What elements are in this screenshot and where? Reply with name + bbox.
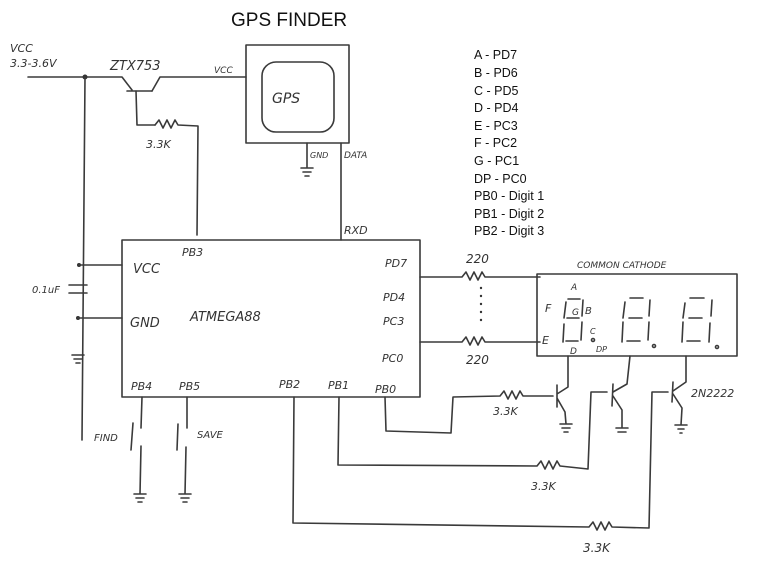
pin-legend: A - PD7 B - PD6 C - PD5 D - PD4 E - PC3 … bbox=[474, 48, 544, 238]
mcu-name: ATMEGA88 bbox=[189, 310, 261, 325]
pin-gnd: GND bbox=[130, 316, 160, 331]
pin-vcc: VCC bbox=[133, 262, 161, 277]
seven-segment-display bbox=[536, 273, 738, 357]
gps-module bbox=[245, 44, 350, 144]
pin-pb4: PB4 bbox=[131, 380, 152, 393]
seg-b: B bbox=[585, 306, 592, 317]
legend-item: PB2 - Digit 3 bbox=[474, 224, 544, 238]
gps-data-label: DATA bbox=[344, 151, 367, 161]
legend-item: F - PC2 bbox=[474, 136, 517, 150]
gps-gnd-label: GND bbox=[310, 151, 328, 160]
pin-pc3: PC3 bbox=[383, 315, 404, 328]
pin-pb5: PB5 bbox=[179, 380, 200, 393]
resistor-label-top: 220 bbox=[466, 252, 489, 266]
legend-item: E - PC3 bbox=[474, 119, 518, 133]
decoupling-capacitor bbox=[68, 263, 123, 364]
pin-pb2: PB2 bbox=[279, 378, 300, 391]
save-label: SAVE bbox=[197, 430, 224, 441]
legend-item: PB1 - Digit 2 bbox=[474, 207, 544, 221]
mcu-chip bbox=[121, 239, 421, 398]
driver-resistor-2-label: 3.3K bbox=[531, 480, 556, 493]
pin-pb1: PB1 bbox=[328, 379, 349, 392]
find-button bbox=[130, 396, 147, 503]
driver-part-label: 2N2222 bbox=[691, 387, 734, 400]
resistor-label-bottom: 220 bbox=[466, 353, 489, 367]
driver-resistor-1-label: 3.3K bbox=[493, 405, 518, 418]
page-title: GPS FINDER bbox=[231, 10, 347, 31]
supply-range: 3.3-3.6V bbox=[10, 57, 58, 70]
dp-dot bbox=[590, 337, 596, 343]
display-label: COMMON CATHODE bbox=[577, 261, 667, 271]
legend-item: B - PD6 bbox=[474, 66, 518, 80]
rxd-label: RXD bbox=[344, 224, 368, 237]
pin-pb0: PB0 bbox=[375, 383, 396, 396]
pin-pc0: PC0 bbox=[382, 352, 403, 365]
pnp-resistor-label: 3.3K bbox=[146, 138, 171, 151]
seg-g: G bbox=[572, 308, 579, 318]
seg-c: C bbox=[590, 327, 596, 336]
seg-e: E bbox=[542, 334, 549, 347]
digit-driver-1 bbox=[556, 355, 573, 433]
supply-label: VCC bbox=[10, 42, 33, 55]
legend-item: C - PD5 bbox=[474, 84, 519, 98]
digit-driver-2 bbox=[611, 355, 631, 433]
pin-pd7: PD7 bbox=[385, 257, 407, 270]
pnp-part-label: ZTX753 bbox=[109, 59, 161, 74]
seg-dp: DP bbox=[596, 345, 607, 354]
supply-rail bbox=[27, 74, 133, 441]
pnp-transistor bbox=[126, 76, 247, 236]
driver-resistor-3-label: 3.3K bbox=[583, 541, 611, 555]
legend-item: G - PC1 bbox=[474, 154, 519, 168]
find-label: FIND bbox=[94, 433, 118, 444]
gps-label: GPS bbox=[272, 91, 300, 107]
digit-1 bbox=[562, 298, 584, 343]
pin-pb3: PB3 bbox=[182, 246, 203, 259]
pin-pd4: PD4 bbox=[383, 291, 405, 304]
pb2-wire bbox=[292, 391, 669, 531]
legend-item: DP - PC0 bbox=[474, 172, 527, 186]
save-button bbox=[176, 396, 192, 503]
legend-item: PB0 - Digit 1 bbox=[474, 189, 544, 203]
pb1-wire bbox=[337, 391, 608, 470]
seg-f: F bbox=[545, 302, 552, 315]
gps-vcc-label: VCC bbox=[214, 66, 233, 76]
seg-a: A bbox=[570, 283, 577, 293]
legend-item: A - PD7 bbox=[474, 48, 517, 62]
digit-driver-3 bbox=[671, 355, 688, 434]
digit-3 bbox=[681, 297, 720, 350]
legend-item: D - PD4 bbox=[474, 101, 519, 115]
cap-label: 0.1uF bbox=[32, 285, 60, 296]
pb0-wire bbox=[384, 390, 554, 434]
digit-2 bbox=[621, 297, 657, 349]
seg-d: D bbox=[570, 347, 577, 357]
segment-resistors bbox=[419, 271, 541, 346]
